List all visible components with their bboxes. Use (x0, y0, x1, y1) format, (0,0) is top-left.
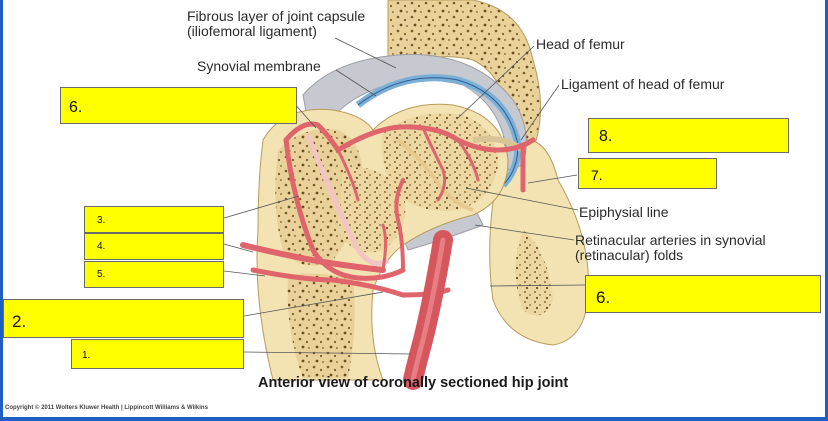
label-retinacular-line1: Retinacular arteries in synovial (575, 232, 766, 248)
answer-box-6-right-label: 6. (596, 288, 611, 307)
answer-box-6-top[interactable]: 6. (60, 87, 297, 124)
answer-box-8[interactable]: 8. (588, 118, 789, 153)
ischium-bone (489, 139, 590, 346)
answer-box-4[interactable]: 4. (84, 233, 224, 260)
label-fibrous-layer: Fibrous layer of joint capsule (iliofemo… (187, 9, 365, 39)
hip-joint-illustration (223, 0, 590, 390)
label-epiphysial-line: Epiphysial line (579, 204, 669, 220)
figure-caption: Anterior view of coronally sectioned hip… (258, 375, 569, 391)
answer-box-2[interactable]: 2. (3, 299, 244, 338)
answer-box-5[interactable]: 5. (84, 261, 224, 288)
label-fibrous-line2: (iliofemoral ligament) (187, 23, 317, 39)
label-head-of-femur: Head of femur (536, 36, 625, 52)
leader-lines (223, 37, 586, 355)
answer-box-6-right[interactable]: 6. (585, 275, 821, 313)
answer-box-5-label: 5. (97, 269, 106, 280)
label-retinacular-arteries: Retinacular arteries in synovial (retina… (575, 233, 766, 263)
answer-box-3-label: 3. (97, 215, 106, 226)
answer-box-2-label: 2. (12, 312, 27, 331)
label-synovial-membrane: Synovial membrane (197, 58, 321, 74)
label-ligament-of-head: Ligament of head of femur (561, 76, 725, 92)
answer-box-4-label: 4. (97, 241, 106, 252)
answer-box-8-label: 8. (599, 128, 613, 145)
answer-box-6-top-label: 6. (69, 99, 83, 116)
answer-box-7[interactable]: 7. (578, 158, 717, 189)
diagram-canvas: Fibrous layer of joint capsule (iliofemo… (3, 0, 825, 417)
artery-network (240, 121, 536, 298)
label-fibrous-line1: Fibrous layer of joint capsule (187, 8, 366, 24)
answer-box-1[interactable]: 1. (71, 339, 244, 369)
label-retinacular-line2: (retinacular) folds (575, 247, 684, 263)
copyright-notice: Copyright © 2011 Wolters Kluwer Health |… (5, 405, 208, 411)
answer-box-1-label: 1. (82, 350, 91, 361)
answer-box-7-label: 7. (591, 167, 603, 183)
answer-box-3[interactable]: 3. (84, 206, 224, 233)
